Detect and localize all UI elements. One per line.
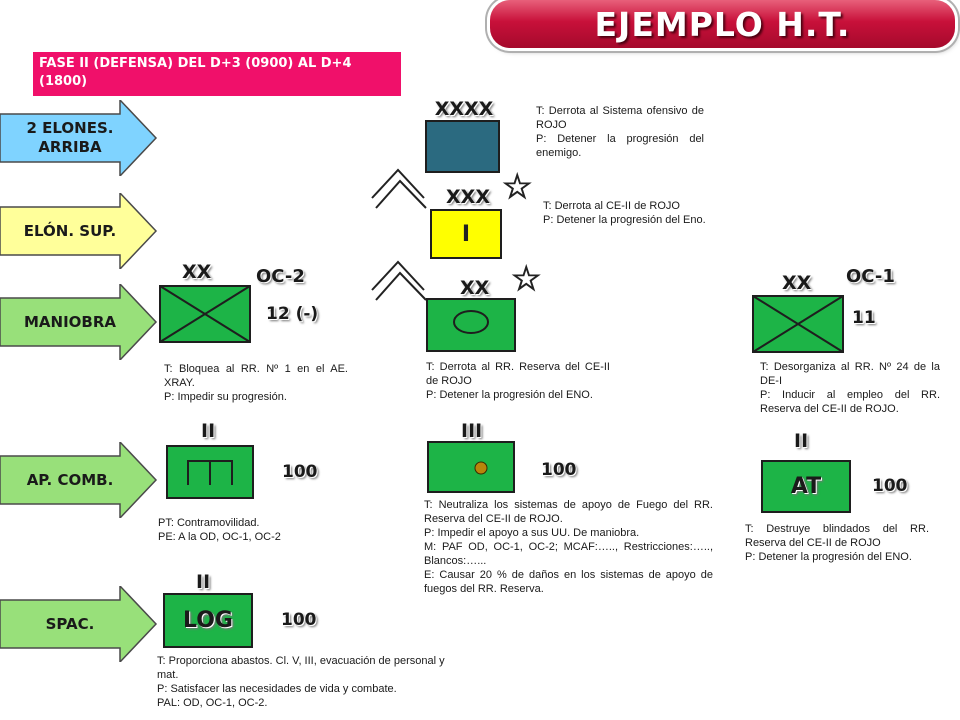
crossed-box-icon <box>159 285 251 343</box>
level-label: AP. COMB. <box>26 470 114 489</box>
chevron-icon <box>371 168 427 209</box>
level-label: 2 ELONES. ARRIBA <box>26 119 114 156</box>
level-label: ELÓN. SUP. <box>23 221 117 240</box>
logistics-echelon-marker: II <box>196 571 211 593</box>
engineer-task: PT: Contramovilidad. PE: A la OD, OC-1, … <box>158 517 281 543</box>
logistics-unit-symbol: LOG <box>163 593 253 648</box>
antitank-unit-symbol: AT <box>761 460 851 513</box>
artillery-unit-symbol <box>427 441 515 493</box>
army-echelon-marker: XXXX <box>434 98 494 120</box>
reserve-unit-symbol <box>426 298 516 352</box>
level-arrow-maneuver: MANIOBRA <box>0 284 158 360</box>
engineer-number: 100 <box>282 462 318 482</box>
level-arrow-upper-echelon: ELÓN. SUP. <box>0 193 158 269</box>
oc2-number: 12 (-) <box>266 304 319 324</box>
level-arrow-two-echelons-up: 2 ELONES. ARRIBA <box>0 100 158 176</box>
level-label: MANIOBRA <box>23 312 116 331</box>
star-icon: ☆ <box>501 167 533 207</box>
army-unit-symbol <box>425 120 500 173</box>
antitank-designation: AT <box>790 474 822 499</box>
logistics-number: 100 <box>281 610 317 630</box>
antitank-task: T: Destruye blindados del RR. Reserva de… <box>745 523 929 563</box>
antitank-number: 100 <box>872 476 908 496</box>
antitank-echelon-marker: II <box>794 430 809 452</box>
level-label: SPAC. <box>45 614 95 633</box>
oc1-task: T: Desorganiza al RR. Nº 24 de la DE-I P… <box>760 361 940 415</box>
artillery-number: 100 <box>541 460 577 480</box>
oc1-number: 11 <box>852 308 876 328</box>
dot-icon <box>474 461 488 475</box>
phase-banner: FASE II (DEFENSA) DEL D+3 (0900) AL D+4 … <box>33 52 401 96</box>
artillery-task: T: Neutraliza los sistemas de apoyo de F… <box>424 499 713 595</box>
engineer-echelon-marker: II <box>201 420 216 442</box>
oc2-echelon-marker: XX <box>182 261 212 283</box>
logistics-designation: LOG <box>183 608 233 633</box>
level-arrow-combat-support: AP. COMB. <box>0 442 158 518</box>
oc1-tag: OC-1 <box>846 266 895 287</box>
page-title: EJEMPLO H.T. <box>490 0 955 48</box>
engineer-unit-symbol <box>166 445 254 499</box>
corps-echelon-marker: XXX <box>446 186 490 208</box>
oc2-task: T: Bloquea al RR. Nº 1 en el AE. XRAY. P… <box>164 363 348 403</box>
army-task: T: Derrota al Sistema ofensivo de ROJO P… <box>536 105 704 159</box>
reserve-task: T: Derrota al RR. Reserva del CE-II de R… <box>426 361 610 401</box>
artillery-echelon-marker: III <box>461 420 483 442</box>
oc1-echelon-marker: XX <box>782 272 812 294</box>
chevron-icon <box>371 260 427 301</box>
oc2-tag: OC-2 <box>256 266 305 287</box>
level-arrow-service-support: SPAC. <box>0 586 158 662</box>
crossed-box-icon <box>752 295 844 353</box>
corps-unit-symbol: I <box>430 209 502 259</box>
logistics-task: T: Proporciona abastos. Cl. V, III, evac… <box>157 655 445 709</box>
star-icon: ☆ <box>510 259 542 299</box>
ellipse-icon <box>453 310 489 334</box>
reserve-echelon-marker: XX <box>460 277 490 299</box>
corps-task: T: Derrota al CE-II de ROJO P: Detener l… <box>543 200 706 226</box>
